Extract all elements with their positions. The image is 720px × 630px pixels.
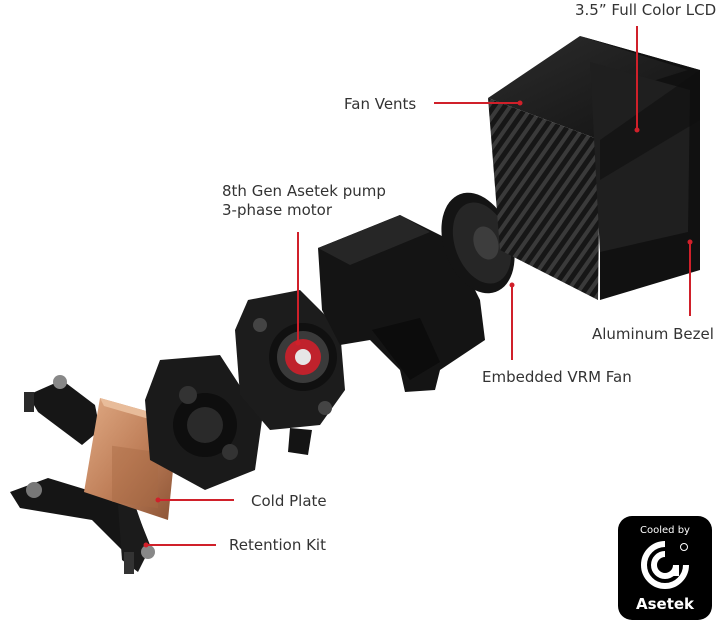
vrm-fan-part <box>441 192 515 294</box>
fan-shroud-part <box>318 215 485 392</box>
leader-lines <box>143 26 693 548</box>
label-pump-line2: 3-phase motor <box>222 201 333 219</box>
label-lcd: 3.5” Full Color LCD <box>575 1 717 19</box>
label-bezel: Aluminum Bezel <box>592 325 714 343</box>
asetek-badge: Cooled by Asetek <box>618 516 712 620</box>
label-fan-vents: Fan Vents <box>344 95 417 113</box>
label-pump-line1: 8th Gen Asetek pump <box>222 182 386 200</box>
pump-base-housing <box>145 355 262 490</box>
badge-cooled-by: Cooled by <box>640 525 690 536</box>
asetek-logo-icon <box>641 541 689 589</box>
pump-motor-part <box>235 290 345 455</box>
label-cold-plate: Cold Plate <box>251 492 327 510</box>
retention-kit-upper <box>24 375 100 445</box>
badge-brand: Asetek <box>635 595 695 613</box>
lcd-head-part <box>488 36 700 300</box>
label-vrm-fan: Embedded VRM Fan <box>482 368 632 386</box>
label-retention-kit: Retention Kit <box>229 536 326 554</box>
